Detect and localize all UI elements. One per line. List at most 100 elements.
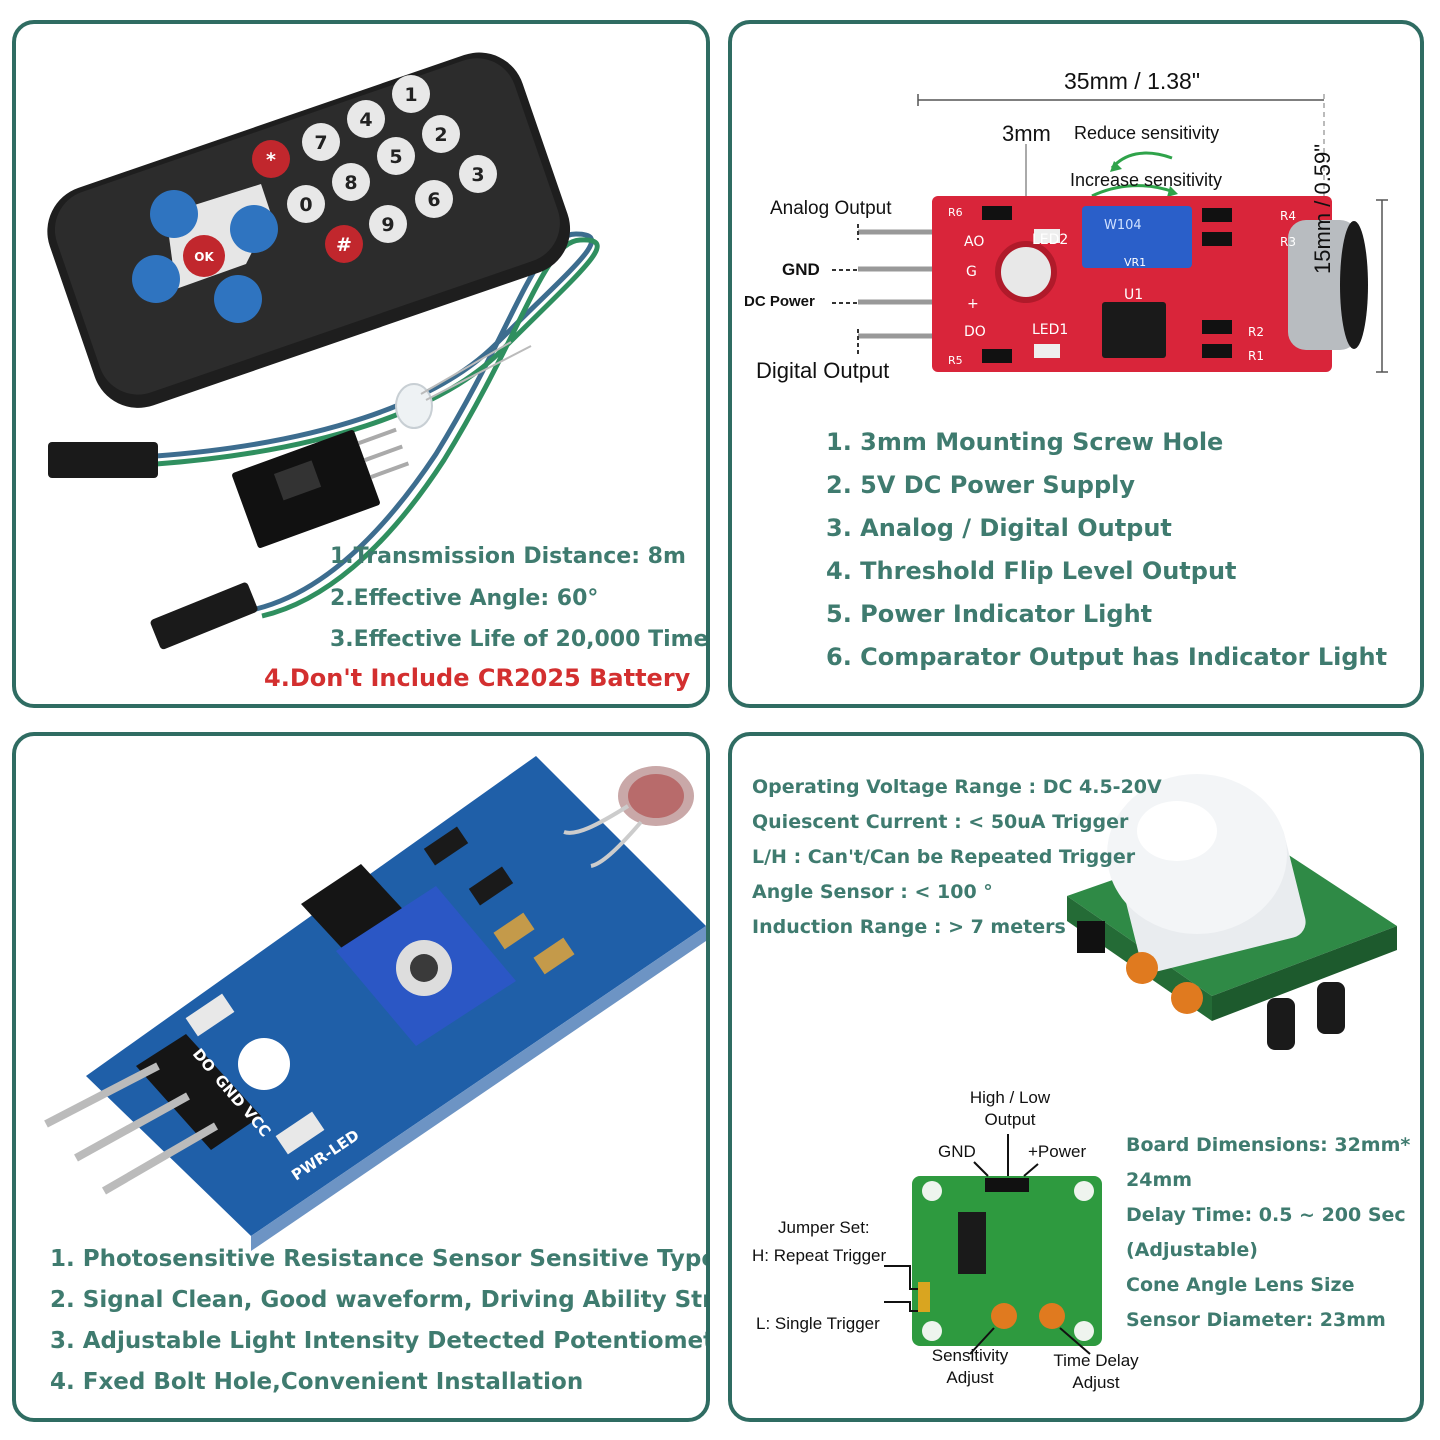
dupont-connector-bottom [150,582,258,650]
dupont-connector-left [48,442,158,478]
dpad-left-button [132,255,180,303]
sensitivity-label-line1: Sensitivity [931,1346,1009,1365]
key-4: 4 [359,109,372,131]
gnd-label: GND [938,1142,976,1161]
potentiometer [1082,206,1192,268]
cable-blue [155,231,595,612]
hole-size-label: 3mm [1002,121,1051,146]
analog-output-label: Analog Output [770,198,892,219]
ir-receiver-board [232,427,410,548]
sensitivity-label-line2: Adjust [946,1368,994,1387]
pin-mark-do: DO [964,324,986,340]
ir-remote-panel: 1 4 7 2 5 8 3 6 9 0 * # OK 1.Transmissio… [12,20,710,708]
key-3: 3 [471,164,484,186]
pir-spec-2: Quiescent Current : < 50uA Trigger [752,811,1129,833]
key-5: 5 [389,146,402,168]
mark-r6: R6 [948,206,963,219]
mark-u1: U1 [1124,287,1143,303]
ir-feature-3: 3.Effective Life of 20,000 Times [330,627,710,652]
pir-spec-4: Angle Sensor : < 100 ° [752,881,993,903]
sound-sensor-diagram: AO G + DO LED2 LED1 U1 VR1 R4 R3 R2 R1 R… [832,94,1388,373]
pin-mark-plus: + [967,296,979,312]
height-dimension-label: 15mm / 0.59" [1310,143,1335,274]
pir-spec-3: L/H : Can't/Can be Repeated Trigger [752,846,1136,868]
output-label-line2: Output [984,1110,1036,1129]
repeat-trigger-label: H: Repeat Trigger [752,1246,887,1265]
reduce-arrow [1110,151,1173,170]
pir-module [1067,774,1397,1050]
sound-sensor-panel: AO G + DO LED2 LED1 U1 VR1 R4 R3 R2 R1 R… [728,20,1424,708]
increase-sensitivity-label: Increase sensitivity [1070,170,1223,190]
mark-led1: LED1 [1032,322,1068,338]
mark-led2: LED2 [1032,232,1068,248]
sound-feature-6: 6. Comparator Output has Indicator Light [826,643,1388,671]
board-spec-6: Sensor Diameter: 23mm [1126,1309,1386,1331]
key-0: 0 [299,194,312,216]
sound-feature-2: 2. 5V DC Power Supply [826,471,1136,499]
header-pins [44,1034,261,1195]
key-ok: OK [194,250,214,264]
mark-r1: R1 [1248,349,1264,363]
board-spec-3: Delay Time: 0.5 ~ 200 Sec [1126,1204,1406,1226]
board-spec-4: (Adjustable) [1126,1239,1258,1261]
sound-feature-1: 1. 3mm Mounting Screw Hole [826,428,1224,456]
sound-feature-5: 5. Power Indicator Light [826,600,1153,628]
battery-warning: 4.Don't Include CR2025 Battery [264,664,691,692]
digital-output-label: Digital Output [756,358,890,383]
power-label: +Power [1028,1142,1087,1161]
sound-feature-4: 4. Threshold Flip Level Output [826,557,1237,585]
pir-illustration [884,774,1397,1355]
time-delay-label-line1: Time Delay [1053,1351,1139,1370]
key-6: 6 [427,189,440,211]
key-star: * [266,149,276,171]
time-delay-label-line2: Adjust [1072,1373,1120,1392]
pir-spec-5: Induction Range : > 7 meters [752,916,1066,938]
key-2: 2 [434,124,447,146]
ok-button [183,235,225,277]
ir-led [395,341,532,429]
output-label-line1: High / Low [969,1088,1051,1107]
photoresistor [563,766,694,868]
mark-w104: W104 [1104,218,1142,233]
pir-sensor-panel: Operating Voltage Range : DC 4.5-20V Qui… [728,732,1424,1422]
mark-r2: R2 [1248,325,1264,339]
light-sensor-panel: DO-LED DO GND VCC PWR-LED 1. Photosensit… [12,732,710,1422]
light-feature-3: 3. Adjustable Light Intensity Detected P… [50,1328,710,1354]
mark-r3: R3 [1280,235,1296,249]
ir-kit-illustration: 1 4 7 2 5 8 3 6 9 0 * # OK [47,52,600,650]
key-7: 7 [314,132,327,154]
board-spec-1: Board Dimensions: 32mm* [1126,1134,1411,1156]
microphone [1288,220,1368,350]
pir-board-diagram [912,1176,1102,1346]
reduce-sensitivity-label: Reduce sensitivity [1074,123,1220,143]
pin-mark-ao: AO [964,234,984,250]
mark-vr1: VR1 [1124,256,1146,269]
single-trigger-label: L: Single Trigger [756,1314,880,1333]
pin-mark-g: G [966,264,977,280]
increase-arrow [1091,184,1175,198]
sound-feature-3: 3. Analog / Digital Output [826,514,1172,542]
width-dimension-label: 35mm / 1.38" [1064,68,1201,94]
board-spec-2: 24mm [1126,1169,1193,1191]
dpad-down-button [214,275,262,323]
jumper-set-label: Jumper Set: [778,1218,870,1237]
light-sensor-illustration: DO-LED DO GND VCC PWR-LED [44,756,706,1251]
mounting-hole [995,241,1057,303]
potentiometer [336,886,516,1046]
dpad-up-button [150,190,198,238]
mark-r5: R5 [948,354,963,367]
comparator-chip [1102,302,1166,358]
dc-power-label: DC Power [744,293,815,310]
gnd-label: GND [782,260,820,279]
ir-feature-1: 1.Transmission Distance: 8m [330,544,686,569]
key-9: 9 [381,214,394,236]
key-hash: # [336,234,352,256]
light-feature-2: 2. Signal Clean, Good waveform, Driving … [50,1287,710,1313]
cable-green [155,237,600,619]
board-spec-5: Cone Angle Lens Size [1126,1274,1355,1296]
dpad [132,184,278,323]
key-8: 8 [344,172,357,194]
pir-spec-1: Operating Voltage Range : DC 4.5-20V [752,776,1162,798]
key-1: 1 [404,84,417,106]
mark-r4: R4 [1280,209,1296,223]
